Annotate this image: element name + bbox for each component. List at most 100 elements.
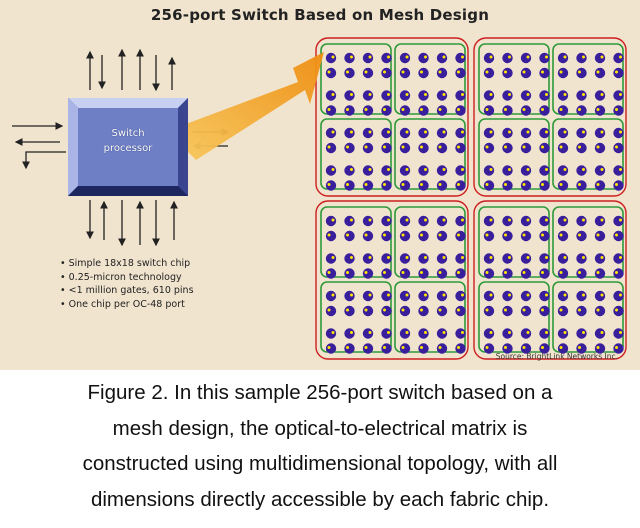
mesh-block-outline	[320, 118, 392, 190]
fabric-chip	[325, 268, 337, 279]
chip-port	[508, 256, 511, 259]
chip-port	[489, 218, 493, 222]
chip-port	[401, 108, 405, 111]
chip-port	[504, 145, 507, 149]
chip-port	[424, 293, 427, 297]
chip-port	[346, 183, 349, 186]
chip-port	[383, 346, 386, 349]
chip-port	[401, 183, 405, 186]
chip-port	[350, 256, 353, 259]
fabric-chip	[399, 142, 411, 154]
chip-port	[461, 331, 464, 334]
fabric-chip	[539, 67, 550, 79]
fabric-chip	[576, 230, 587, 242]
chip-port	[350, 55, 353, 59]
fabric-chip	[381, 52, 392, 64]
chip-port	[401, 70, 405, 74]
chip-port	[600, 93, 604, 96]
caption-line: constructed using multidimensional topol…	[82, 452, 558, 475]
caption-line: Figure 2. In this sample 256-port switch…	[87, 381, 553, 404]
chip-port	[485, 271, 489, 274]
fabric-chip	[344, 343, 355, 354]
chip-port	[424, 168, 427, 171]
chip-port	[615, 308, 618, 312]
fabric-chip	[557, 165, 569, 176]
chip-port	[461, 168, 464, 171]
chip-port	[405, 55, 409, 59]
chip-port	[424, 256, 427, 259]
fabric-chip	[539, 328, 550, 339]
chip-port	[508, 93, 511, 96]
chip-port	[420, 346, 423, 349]
chip-port	[327, 346, 331, 349]
fabric-chip	[455, 180, 466, 191]
fabric-chip	[613, 343, 624, 354]
chip-port	[420, 70, 423, 74]
fabric-chip	[576, 343, 587, 354]
mesh-block-outline	[552, 281, 624, 353]
chip-port	[541, 70, 544, 74]
chip-port	[364, 308, 368, 312]
fabric-chip	[399, 90, 411, 101]
fabric-chip	[362, 142, 374, 154]
fabric-chip	[594, 165, 606, 176]
chip-port	[387, 331, 390, 334]
fabric-chip	[594, 253, 606, 264]
fabric-chip	[576, 215, 587, 227]
fabric-chip	[557, 215, 569, 227]
mesh-block-outline	[552, 43, 624, 115]
fabric-chip	[344, 230, 355, 242]
fabric-chip	[436, 90, 448, 101]
chip-port	[350, 293, 353, 297]
chip-port	[438, 346, 442, 349]
mesh-quadrant-outline	[315, 37, 469, 197]
fabric-chip	[436, 127, 448, 139]
fabric-chip	[344, 290, 355, 302]
chip-port	[405, 256, 409, 259]
fabric-chip	[594, 52, 606, 64]
fabric-chip	[502, 268, 513, 279]
fabric-chip	[325, 142, 337, 154]
chip-port	[387, 93, 390, 96]
chip-port	[442, 55, 446, 59]
chip-mesh	[315, 37, 627, 360]
fabric-chip	[502, 328, 513, 339]
chip-port	[508, 218, 511, 222]
chip-port	[522, 346, 526, 349]
chip-port	[350, 130, 353, 134]
chip-port	[508, 168, 511, 171]
chip-port	[582, 55, 585, 59]
fabric-chip	[520, 67, 532, 79]
chip-port	[438, 233, 442, 237]
chip-port	[596, 108, 600, 111]
fabric-chip	[418, 165, 429, 176]
chip-port	[383, 233, 386, 237]
chip-port	[461, 256, 464, 259]
fabric-chip	[557, 52, 569, 64]
fabric-chip	[520, 165, 532, 176]
chip-port	[442, 331, 446, 334]
fabric-chip	[483, 165, 495, 176]
chip-port	[401, 145, 405, 149]
chip-port	[401, 308, 405, 312]
chip-port	[327, 233, 331, 237]
fabric-chip	[502, 215, 513, 227]
fabric-chip	[436, 105, 448, 116]
fabric-chip	[520, 52, 532, 64]
fabric-chip	[502, 165, 513, 176]
fabric-chip	[576, 67, 587, 79]
fabric-chip	[557, 343, 569, 354]
fabric-chip	[613, 67, 624, 79]
fabric-chip	[325, 90, 337, 101]
chip-port	[545, 168, 548, 171]
chip-port	[522, 233, 526, 237]
chip-port	[346, 308, 349, 312]
fabric-chip	[520, 343, 532, 354]
fabric-chip	[455, 268, 466, 279]
io-arrow	[22, 151, 66, 170]
chip-port	[485, 183, 489, 186]
fabric-chip	[594, 67, 606, 79]
fabric-chip	[557, 67, 569, 79]
fabric-chip	[381, 290, 392, 302]
fabric-chip	[436, 165, 448, 176]
